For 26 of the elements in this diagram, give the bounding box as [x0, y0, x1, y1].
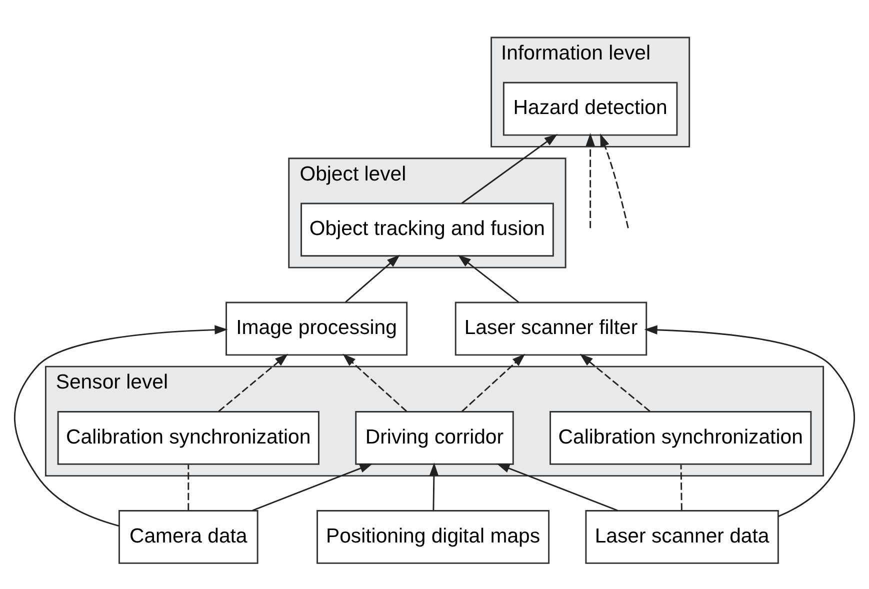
node-box: Laser scanner filter: [454, 302, 648, 356]
arrow: [342, 354, 408, 412]
arrow: [252, 463, 373, 512]
arrow: [461, 134, 558, 204]
arrow: [496, 463, 618, 512]
connector: [188, 464, 190, 510]
arrow: [458, 254, 519, 303]
arrow: [345, 254, 400, 303]
arrow: [14, 325, 228, 527]
arrow: [644, 325, 855, 518]
arrow: [218, 354, 288, 412]
arrow: [580, 354, 650, 412]
node-box: Object tracking and fusion: [300, 202, 554, 257]
node-box: Hazard detection: [502, 82, 678, 136]
node-box: Camera data: [118, 510, 258, 564]
node-box: Calibration synchronization: [57, 411, 320, 465]
node-box: Laser scanner data: [585, 510, 779, 564]
arrow: [462, 354, 526, 412]
node-box: Calibration synchronization: [550, 411, 812, 465]
arrow: [429, 462, 439, 510]
node-box: Image processing: [226, 302, 408, 356]
node-box: Driving corridor: [355, 411, 514, 465]
node-box: Positioning digital maps: [316, 510, 550, 564]
arrow: [600, 133, 629, 228]
connector: [680, 464, 682, 510]
arrow: [586, 132, 595, 228]
